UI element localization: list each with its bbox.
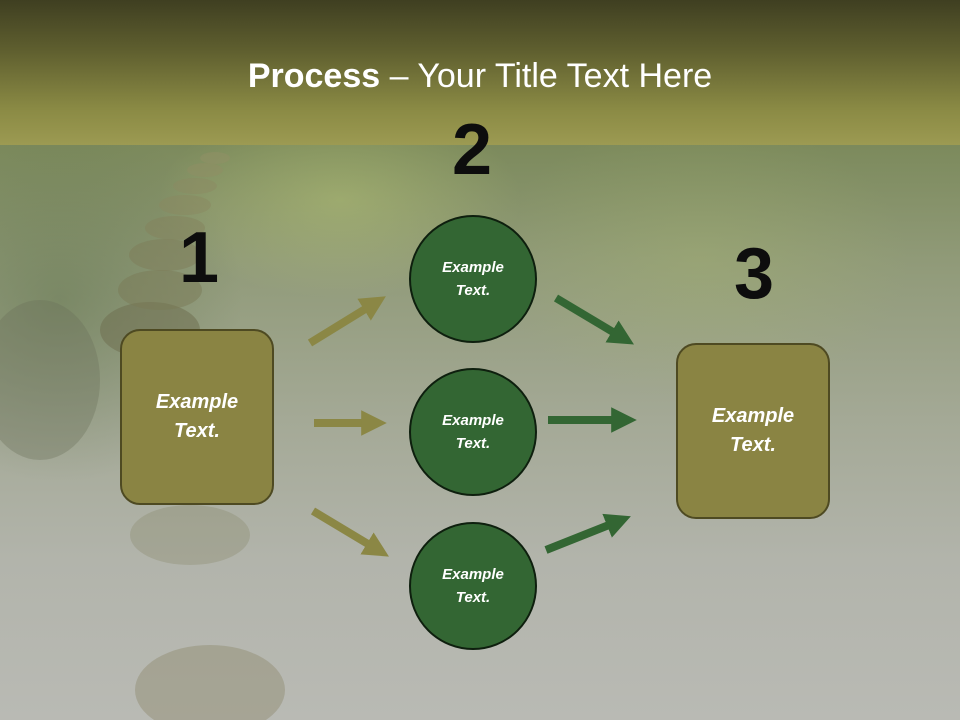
title-rest: – Your Title Text Here [380,57,713,95]
arrow-left-up [307,296,386,347]
slide-title: Process – Your Title Text Here [0,56,960,96]
step-box-3[interactable]: Example Text. [676,343,830,519]
title-bar: Process – Your Title Text Here [0,0,960,145]
title-bold: Process [247,57,381,95]
arrow-right-up [553,294,634,345]
step-box-1[interactable]: Example Text. [120,329,274,505]
circle-bottom[interactable]: Example Text. [409,522,537,650]
arrow-right-down [544,513,631,554]
circle-bottom-text: Example Text. [442,566,504,606]
step-number-3: 3 [733,234,775,314]
circle-top[interactable]: Example Text. [409,215,537,343]
step-box-1-text: Example Text. [155,391,239,442]
step-number-1: 1 [178,218,220,298]
circle-top-text: Example Text. [442,259,504,299]
step-number-2: 2 [451,110,493,190]
circle-middle[interactable]: Example Text. [409,368,537,496]
step-box-3-text: Example Text. [711,405,795,456]
circle-middle-text: Example Text. [442,412,504,452]
arrow-left-down [310,507,389,557]
